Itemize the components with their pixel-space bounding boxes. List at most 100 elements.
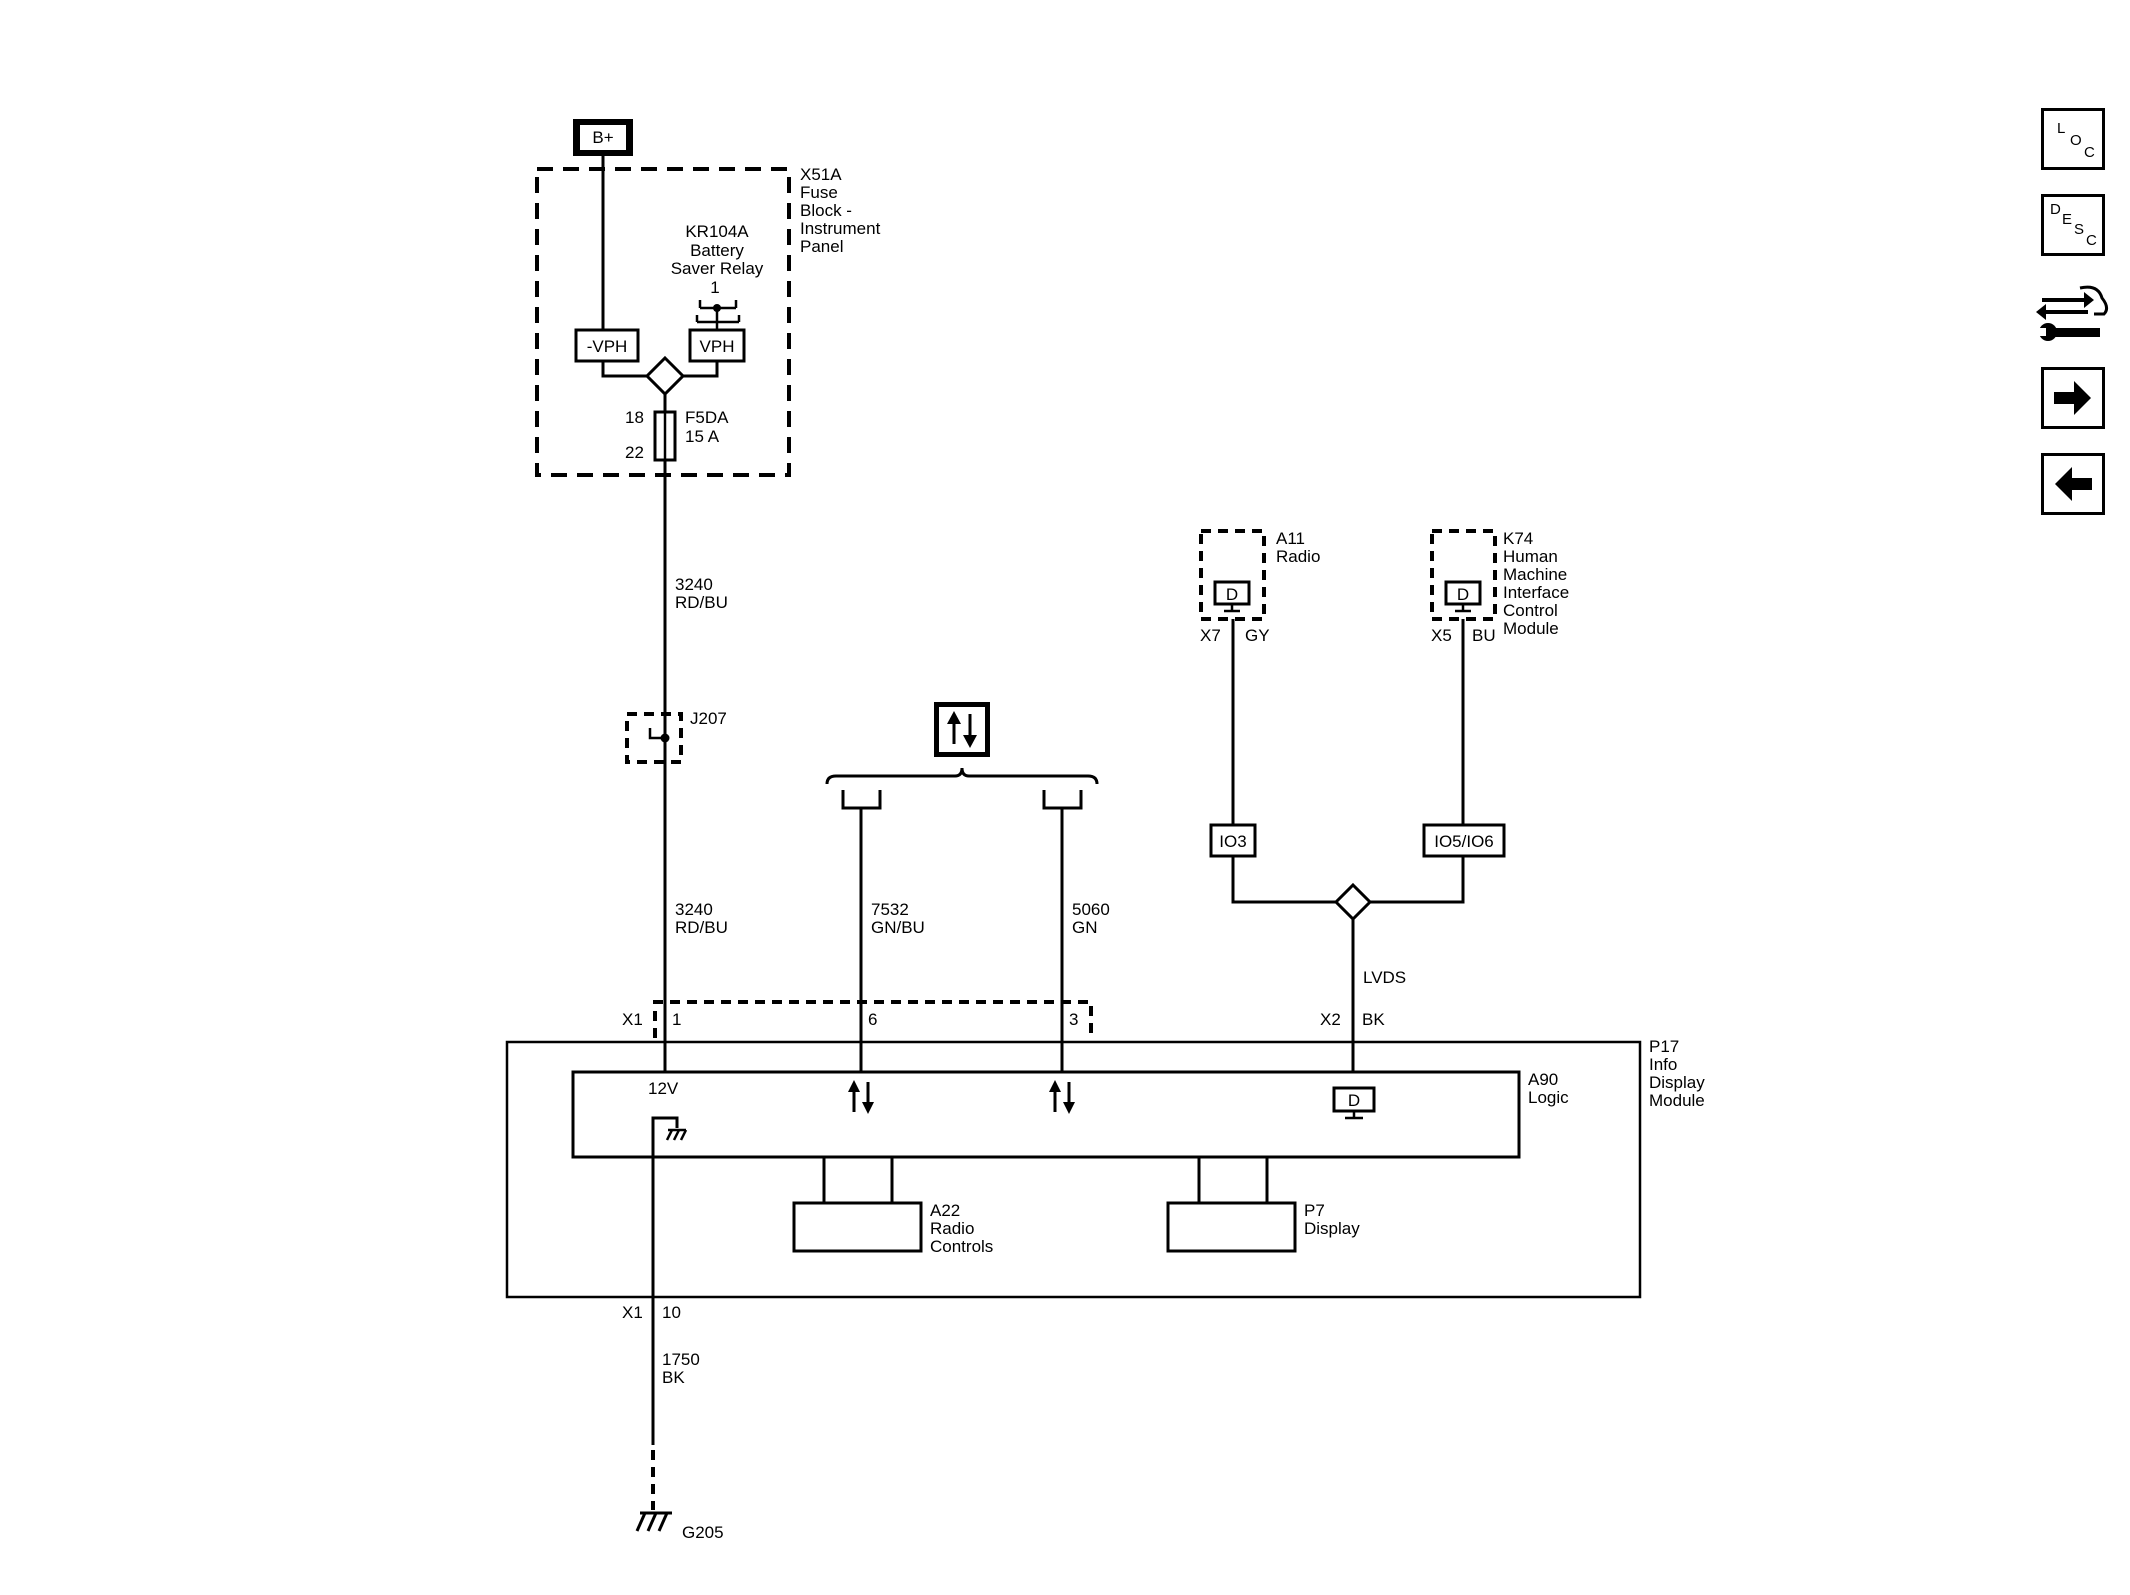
- svg-text:3240: 3240: [675, 900, 713, 919]
- svg-text:15 A: 15 A: [685, 427, 720, 446]
- wire-5060-label: 5060 GN: [1072, 900, 1110, 937]
- svg-text:Radio: Radio: [1276, 547, 1320, 566]
- wire-3240-upper-label: 3240 RD/BU: [675, 575, 728, 612]
- svg-text:D: D: [1348, 1091, 1360, 1110]
- svg-text:F5DA: F5DA: [685, 408, 729, 427]
- wire-3240-lower-label: 3240 RD/BU: [675, 900, 728, 937]
- svg-text:Control: Control: [1503, 601, 1558, 620]
- location-button[interactable]: L O C: [2041, 108, 2105, 170]
- display-p7: [1166, 1201, 1297, 1253]
- loc-letter-o: O: [2070, 132, 2082, 149]
- desc-letter-c: C: [2086, 232, 2097, 249]
- svg-text:RD/BU: RD/BU: [675, 918, 728, 937]
- logic-display-icon: D: [1332, 1086, 1376, 1120]
- svg-text:Panel: Panel: [800, 237, 843, 256]
- logic-data-arrows-7532: [848, 1080, 874, 1114]
- svg-text:GN: GN: [1072, 918, 1098, 937]
- splice-diamond: [644, 355, 686, 397]
- x1-bottom-label: X1: [622, 1303, 643, 1322]
- pin-3: 3: [1069, 1010, 1078, 1029]
- svg-text:D: D: [1457, 585, 1469, 604]
- svg-text:Human: Human: [1503, 547, 1558, 566]
- svg-text:BK: BK: [662, 1368, 685, 1387]
- hmi-wire-color: BU: [1472, 626, 1496, 645]
- desc-letter-s: S: [2074, 221, 2085, 238]
- io56-box: IO5/IO6: [1422, 823, 1506, 858]
- svg-text:KR104A: KR104A: [685, 222, 749, 241]
- ground-g205: G205: [635, 1511, 724, 1542]
- svg-text:1: 1: [710, 278, 719, 297]
- svg-text:Logic: Logic: [1528, 1088, 1569, 1107]
- loc-letter-l: L: [2057, 120, 2066, 137]
- io3-box: IO3: [1209, 823, 1257, 858]
- display-label: P7 Display: [1304, 1201, 1360, 1238]
- desc-letter-e: E: [2062, 211, 2073, 228]
- radio-wire-color: GY: [1245, 626, 1270, 645]
- fuse-block-label: X51A Fuse Block - Instrument Panel: [800, 165, 881, 256]
- vph-left-box: -VPH: [574, 328, 640, 363]
- lvds-label: LVDS: [1363, 968, 1406, 987]
- svg-text:Info: Info: [1649, 1055, 1677, 1074]
- description-button[interactable]: D E S C: [2041, 194, 2105, 256]
- fuse-label: F5DA 15 A: [685, 408, 729, 446]
- svg-text:Fuse: Fuse: [800, 183, 838, 202]
- radio-controls-a22: [792, 1201, 923, 1253]
- svg-text:RD/BU: RD/BU: [675, 593, 728, 612]
- svg-text:Display: Display: [1304, 1219, 1360, 1238]
- logic-ground-symbol: [651, 1116, 688, 1297]
- logic-a90: [571, 1070, 1521, 1159]
- svg-text:X51A: X51A: [800, 165, 842, 184]
- hmi-k74: D K74 Human Machine Interface Control Mo…: [1430, 529, 1569, 638]
- svg-text:A90: A90: [1528, 1070, 1558, 1089]
- loc-letter-c: C: [2084, 144, 2095, 161]
- svg-text:Display: Display: [1649, 1073, 1705, 1092]
- svg-text:D: D: [1226, 585, 1238, 604]
- fuse-pin-top: 18: [625, 408, 644, 427]
- svg-text:-VPH: -VPH: [587, 337, 628, 356]
- connector-x1-outline: [653, 1000, 1093, 1038]
- tool-icon: [2036, 285, 2109, 341]
- svg-text:GN/BU: GN/BU: [871, 918, 925, 937]
- svg-text:5060: 5060: [1072, 900, 1110, 919]
- svg-text:Instrument: Instrument: [800, 219, 881, 238]
- logic-12v: 12V: [648, 1079, 679, 1098]
- relay-symbol: [695, 300, 741, 330]
- splice-j207: J207: [625, 709, 727, 764]
- svg-text:7532: 7532: [871, 900, 909, 919]
- x1-top-label: X1: [622, 1010, 643, 1029]
- x2-label: X2: [1320, 1010, 1341, 1029]
- battery-label: B+: [592, 128, 613, 147]
- svg-text:Controls: Controls: [930, 1237, 993, 1256]
- logic-data-arrows-5060: [1049, 1080, 1075, 1114]
- svg-text:Machine: Machine: [1503, 565, 1567, 584]
- arrow-right-icon: [2054, 381, 2091, 415]
- fuse-pin-bottom: 22: [625, 443, 644, 462]
- back-button[interactable]: [2041, 453, 2105, 515]
- connector-repair-tool-button[interactable]: [2036, 278, 2112, 348]
- pin-6: 6: [868, 1010, 877, 1029]
- next-button[interactable]: [2041, 367, 2105, 429]
- radio-controls-label: A22 Radio Controls: [930, 1201, 993, 1256]
- info-display-module: [505, 1040, 1642, 1299]
- wire-7532-label: 7532 GN/BU: [871, 900, 925, 937]
- pin-1: 1: [672, 1010, 681, 1029]
- svg-text:3240: 3240: [675, 575, 713, 594]
- relay-label: KR104A Battery Saver Relay 1: [671, 222, 764, 297]
- hmi-connector: X5: [1431, 626, 1452, 645]
- svg-text:P17: P17: [1649, 1037, 1679, 1056]
- svg-text:Module: Module: [1649, 1091, 1705, 1110]
- svg-text:Saver Relay: Saver Relay: [671, 259, 764, 278]
- wire-1750-label: 1750 BK: [662, 1350, 700, 1387]
- arrow-left-icon: [2055, 467, 2092, 501]
- info-display-module-label: P17 Info Display Module: [1649, 1037, 1705, 1110]
- desc-letter-d: D: [2050, 201, 2061, 218]
- svg-text:Radio: Radio: [930, 1219, 974, 1238]
- svg-text:Interface: Interface: [1503, 583, 1569, 602]
- fuse-block-outline: [535, 167, 791, 477]
- svg-text:J207: J207: [690, 709, 727, 728]
- vph-right-box: VPH: [688, 328, 746, 363]
- battery-terminal: B+: [573, 119, 633, 156]
- svg-text:K74: K74: [1503, 529, 1533, 548]
- svg-text:P7: P7: [1304, 1201, 1325, 1220]
